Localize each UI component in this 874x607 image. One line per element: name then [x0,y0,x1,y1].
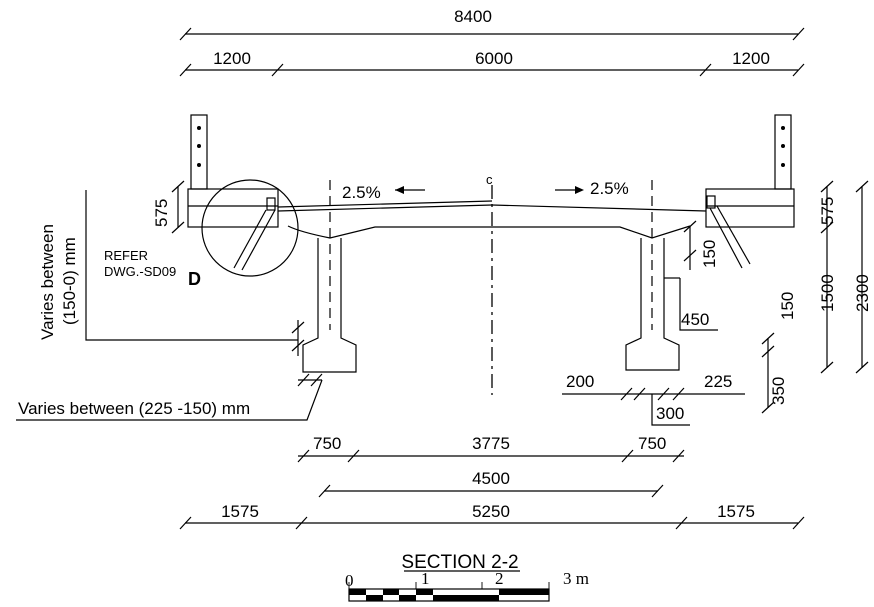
dim-right-575: 575 [818,180,837,234]
scale-label-0: 0 [345,571,354,590]
svg-text:450: 450 [681,310,709,329]
svg-text:350: 350 [769,377,788,405]
svg-text:575: 575 [152,199,171,227]
svg-text:575: 575 [818,197,837,225]
dim-overall: 8400 [454,7,492,26]
dim-right-1500: 1500 [818,228,837,374]
dim-varies-left: Varies between (150-0) mm [38,190,305,356]
section-title: SECTION 2-2 [401,552,518,573]
svg-text:750: 750 [313,434,341,453]
svg-text:2300: 2300 [853,274,872,312]
dim-varies-bottom: Varies between (225 -150) mm [16,373,323,421]
scale-label-2: 2 [495,569,504,588]
centerline-mark: c [486,172,493,187]
svg-text:225: 225 [704,372,732,391]
svg-text:1575: 1575 [221,502,259,521]
deck-slab [277,200,707,373]
dim-450: 450 [664,277,718,331]
svg-text:(150-0) mm: (150-0) mm [60,237,79,325]
svg-text:300: 300 [656,404,684,423]
svg-text:Varies between: Varies between [38,224,57,340]
svg-text:3775: 3775 [472,434,510,453]
refer-label: REFER [104,248,148,263]
scale-bar: 0 1 2 3 m [345,569,589,602]
dim-150-350: 150 350 [761,292,797,414]
top-dimensions: 8400 1200 6000 1200 [179,7,805,77]
slope-right: 2.5% [555,179,629,198]
refer-dwg: DWG.-SD09 [104,264,176,279]
svg-text:1575: 1575 [717,502,755,521]
left-railing [187,114,279,228]
svg-text:150: 150 [778,292,797,320]
svg-text:5250: 5250 [472,502,510,521]
right-drain [706,195,751,269]
svg-text:1500: 1500 [818,274,837,312]
dim-left-walkway: 1200 [213,49,251,68]
slope-left: 2.5% [342,183,425,202]
dim-right-150: 150 [683,220,719,270]
dim-carriageway: 6000 [475,49,513,68]
svg-text:150: 150 [700,240,719,268]
svg-text:200: 200 [566,372,594,391]
scale-label-1: 1 [421,569,430,588]
dim-right-2300: 2300 [853,180,872,374]
svg-text:750: 750 [638,434,666,453]
detail-circle [201,179,299,277]
left-drain [233,197,276,271]
dim-right-walkway: 1200 [732,49,770,68]
svg-text:4500: 4500 [472,469,510,488]
bottom-dimensions: 750 3775 750 4500 1575 5250 1575 [179,434,805,530]
dim-beam-detail: 200 225 300 [562,372,745,426]
svg-text:Varies between (225 -150) mm: Varies between (225 -150) mm [18,399,250,418]
dim-walkway-height: 575 [152,180,185,234]
svg-text:2.5%: 2.5% [342,183,381,202]
scale-label-3: 3 m [563,569,589,588]
detail-letter: D [188,269,201,289]
svg-text:2.5%: 2.5% [590,179,629,198]
right-railing [705,114,795,228]
